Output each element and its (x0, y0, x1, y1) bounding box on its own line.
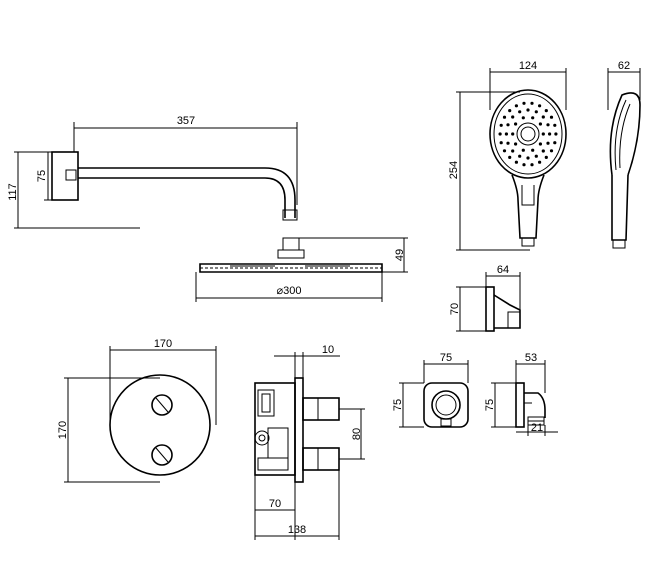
nozzle-dot (531, 116, 535, 120)
nozzle-dot (541, 115, 545, 119)
nozzle-dot (544, 109, 548, 113)
nozzle-dot (531, 148, 535, 152)
arm-pipe-bottom (78, 177, 286, 218)
lower-knob (151, 444, 173, 466)
hand-shower-front: 124 254 (448, 60, 567, 251)
dim-arm-height-inner: 75 (36, 170, 48, 182)
dim-elbow-height: 75 (392, 399, 404, 411)
nozzle-dot (538, 122, 543, 126)
nozzle-dot (526, 156, 530, 160)
mixer-plate: 170 170 (57, 338, 217, 483)
upper-knob (151, 394, 173, 416)
plate-circle (109, 374, 211, 476)
nozzle-dot (549, 149, 554, 153)
handshower-face (489, 89, 567, 179)
dim-valve-inner: 70 (269, 498, 281, 510)
valve-side: 10 80 70 138 (254, 344, 365, 540)
nozzle-dot (534, 110, 538, 114)
nozzle-dot (538, 160, 542, 164)
dim-head-height: 49 (394, 249, 406, 261)
shower-head: 49 ⌀300 (195, 237, 408, 302)
wall-elbow-front: 75 75 (392, 352, 469, 428)
dim-outlet-height: 75 (484, 399, 496, 411)
nozzle-dot (530, 101, 534, 105)
dim-arm-height-outer: 117 (7, 183, 19, 201)
nozzle-dot (506, 123, 510, 127)
dim-valve-spacing: 80 (351, 428, 363, 440)
dim-bracket-height: 70 (449, 303, 461, 315)
nozzle-dot (526, 108, 530, 112)
nozzle-dot (521, 148, 525, 152)
nozzle-dot (514, 104, 519, 108)
arm-pipe-top (78, 167, 296, 218)
nozzle-dot (498, 132, 502, 136)
dim-elbow-width: 75 (440, 352, 452, 364)
dim-valve-depth: 138 (288, 524, 306, 536)
nozzle-dot (541, 132, 545, 136)
nozzle-dot (511, 132, 515, 136)
nozzle-dot (538, 104, 542, 108)
bracket-plate (485, 286, 495, 332)
nozzle-dot (549, 115, 554, 119)
dim-valve-top: 10 (322, 344, 334, 356)
nozzle-dot (504, 132, 508, 136)
nozzle-dot (534, 154, 538, 158)
elbow-square (423, 382, 469, 428)
nozzle-dot (518, 154, 522, 158)
dim-handshower-width: 124 (519, 60, 537, 72)
dim-handshower-length: 254 (448, 161, 460, 179)
nozzle-dot (522, 163, 526, 167)
wall-flange (51, 151, 79, 201)
dim-plate-height: 170 (57, 421, 69, 439)
handshower-handle (511, 174, 545, 239)
nozzle-dot (553, 123, 557, 127)
dim-outlet-small: 21 (531, 422, 543, 434)
nozzle-dot (553, 141, 557, 145)
nozzle-dot (511, 115, 515, 119)
nozzle-dot (511, 149, 515, 153)
nozzle-dot (506, 141, 510, 145)
nozzle-dot (514, 122, 518, 126)
nozzle-dot (499, 123, 503, 127)
nozzle-dot (546, 141, 550, 145)
handshower-side-body (609, 92, 641, 176)
nozzle-dot (554, 132, 558, 136)
nozzle-dot (499, 141, 503, 145)
valve-wall-plate (294, 377, 304, 483)
nozzle-dot (522, 101, 526, 105)
nozzle-dot (544, 155, 548, 159)
hand-shower-side: 62 (607, 60, 641, 249)
shower-arm: 357 117 75 (7, 115, 298, 229)
nozzle-dot (502, 115, 507, 119)
nozzle-dot (538, 142, 543, 146)
dim-handshower-depth: 62 (618, 60, 630, 72)
nozzle-dot (548, 132, 552, 136)
nozzle-dot (514, 160, 519, 164)
nozzle-dot (508, 155, 512, 159)
valve-upper-stem (302, 397, 340, 421)
nozzle-dot (508, 109, 512, 113)
dim-plate-width: 170 (154, 338, 172, 350)
nozzle-dot (502, 149, 507, 153)
nozzle-dot (518, 110, 522, 114)
nozzle-dot (546, 123, 550, 127)
valve-body (254, 382, 296, 476)
wall-outlet-side: 53 75 21 (484, 352, 558, 436)
nozzle-dot (521, 116, 525, 120)
dim-head-diameter: ⌀300 (277, 285, 302, 297)
wall-bracket: 64 70 (449, 264, 521, 332)
dim-outlet-depth: 53 (525, 352, 537, 364)
dim-bracket-width: 64 (497, 264, 509, 276)
dim-arm-length: 357 (177, 115, 195, 127)
valve-lower-stem (302, 447, 340, 471)
outlet-plate (515, 382, 525, 428)
nozzle-dot (530, 163, 534, 167)
nozzle-dot (514, 142, 518, 146)
nozzle-dot (541, 149, 545, 153)
